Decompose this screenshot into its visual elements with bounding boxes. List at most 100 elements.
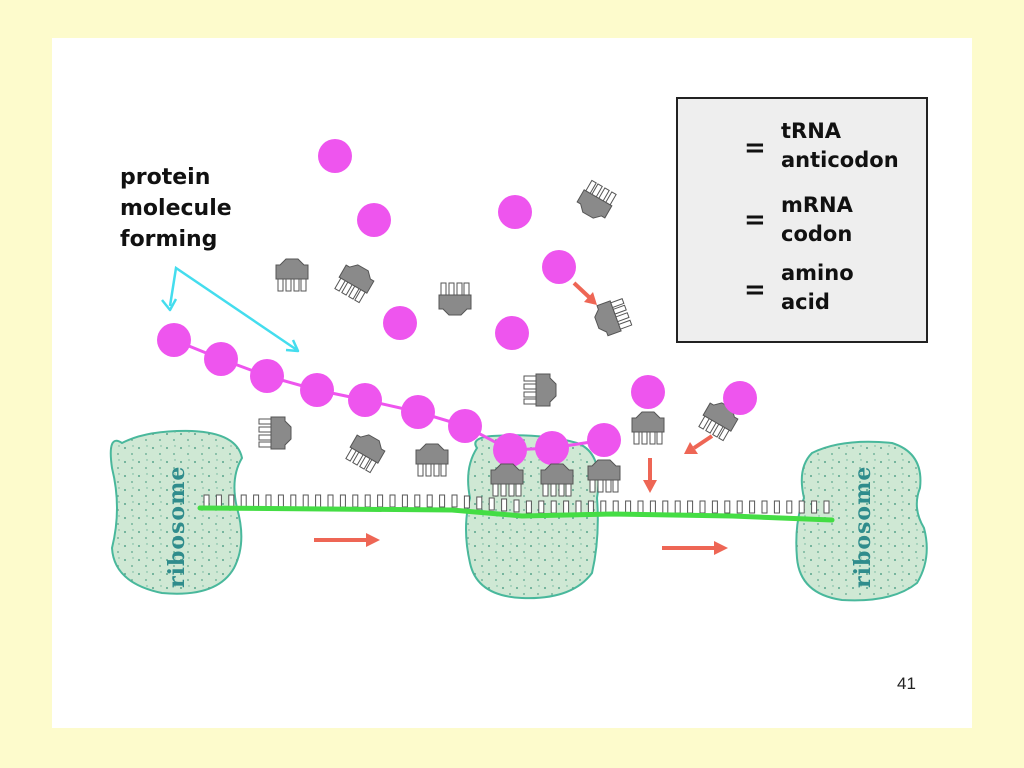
mrna-codon-tick (389, 494, 396, 508)
arrow-icon (684, 434, 714, 454)
trna-icon (415, 443, 449, 477)
mrna-codon-tick (798, 500, 805, 514)
mrna-codon-tick (277, 494, 284, 508)
caption-protein-molecule-forming: protein molecule forming (120, 162, 232, 255)
mrna-codon-tick (401, 494, 408, 508)
legend-amino-label: acid (781, 290, 830, 314)
mrna-codon-tick (600, 500, 607, 514)
ribosome-left: ribosome (109, 429, 244, 595)
mrna-codon-tick (761, 500, 768, 514)
arrow-icon (314, 533, 380, 547)
mrna-codon-tick (290, 494, 297, 508)
mrna-codon-tick (414, 494, 421, 508)
amino-acid-icon (250, 359, 284, 393)
mrna-codon-tick (228, 494, 235, 508)
mrna-codon-tick (711, 500, 718, 514)
amino-acid-icon (498, 195, 532, 229)
mrna-codon-tick (339, 494, 346, 508)
trna-icon (258, 416, 292, 450)
trna-icon (631, 411, 665, 445)
amino-acid-icon (723, 381, 757, 415)
arrow-icon (572, 281, 597, 305)
legend-trna-label: tRNA (781, 119, 842, 143)
mrna-codon-tick (773, 500, 780, 514)
amino-acid-icon (300, 373, 334, 407)
mrna-codon-tick (699, 500, 706, 514)
caption-line: molecule (120, 196, 232, 221)
amino-acid-icon (383, 306, 417, 340)
legend-mrna-label: codon (781, 222, 853, 246)
amino-acid-icon (157, 323, 191, 357)
amino-acid-icon (535, 431, 569, 465)
mrna-codon-tick (203, 494, 210, 508)
slide: ribosome ribosome (52, 38, 972, 728)
translation-diagram: ribosome ribosome (109, 134, 928, 602)
trna-icon (343, 429, 389, 475)
trna-icon (332, 259, 378, 305)
mrna-codon-tick (451, 494, 458, 508)
mrna-codon-tick (315, 494, 322, 508)
trna-icon (573, 178, 619, 224)
mrna-codon-tick (513, 499, 520, 513)
mrna-codon-tick (302, 494, 309, 508)
mrna-codon-tick (625, 500, 632, 514)
caption-line: protein (120, 165, 211, 190)
mrna-codon-tick (538, 500, 545, 514)
mrna-codon-tick (377, 494, 384, 508)
mrna-codon-tick (352, 494, 359, 508)
page-number: 41 (897, 674, 916, 693)
amino-acid-icon (542, 250, 576, 284)
mrna-strand (197, 494, 835, 523)
amino-acid-icon (631, 375, 665, 409)
amino-acid-icon (587, 423, 621, 457)
amino-acid-icon (348, 383, 382, 417)
ribosome-label-left: ribosome (164, 466, 190, 588)
legend-amino-label: amino (781, 261, 854, 285)
mrna-codon-tick (587, 500, 594, 514)
mrna-codon-tick (215, 494, 222, 508)
mrna-codon-tick (563, 500, 570, 514)
mrna-codon-tick (439, 494, 446, 508)
arrow-icon (662, 541, 728, 555)
mrna-codon-tick (240, 494, 247, 508)
mrna-codon-tick (749, 500, 756, 514)
amino-acid-icon (401, 395, 435, 429)
legend-equals: = (744, 133, 766, 163)
trna-icon (587, 459, 621, 493)
mrna-codon-tick (426, 494, 433, 508)
mrna-codon-tick (637, 500, 644, 514)
legend-trna-label: anticodon (781, 148, 899, 172)
mrna-codon-tick (501, 498, 508, 512)
amino-acid-icon (448, 409, 482, 443)
mrna-codon-tick (724, 500, 731, 514)
mrna-codon-tick (649, 500, 656, 514)
mrna-codon-tick (811, 500, 818, 514)
mrna-codon-tick (575, 500, 582, 514)
trna-icon (590, 296, 633, 339)
mrna-codon-tick (612, 500, 619, 514)
trna-icon (523, 373, 557, 407)
trna-icon (438, 282, 472, 316)
legend-mrna-label: mRNA (781, 193, 853, 217)
caption-pointer-arrows (161, 265, 300, 353)
ribosome-label-right: ribosome (850, 466, 876, 588)
mrna-codon-tick (674, 500, 681, 514)
legend: = tRNA anticodon = mRNA codon = amino ac… (676, 97, 928, 343)
legend-equals: = (744, 205, 766, 235)
mrna-codon-tick (662, 500, 669, 514)
amino-acid-icon (357, 203, 391, 237)
mrna-codon-tick (823, 500, 830, 514)
mrna-codon-tick (265, 494, 272, 508)
amino-acid-icon (318, 139, 352, 173)
amino-acid-icon (493, 433, 527, 467)
protein-chain (157, 323, 605, 467)
mrna-codon-tick (736, 500, 743, 514)
mrna-codon-tick (364, 494, 371, 508)
trna-icon (275, 258, 309, 292)
mrna-codon-tick (687, 500, 694, 514)
mrna-codon-tick (476, 496, 483, 510)
arrow-icon (643, 458, 657, 493)
mrna-codon-tick (327, 494, 334, 508)
mrna-codon-tick (786, 500, 793, 514)
amino-acid-icon (495, 316, 529, 350)
